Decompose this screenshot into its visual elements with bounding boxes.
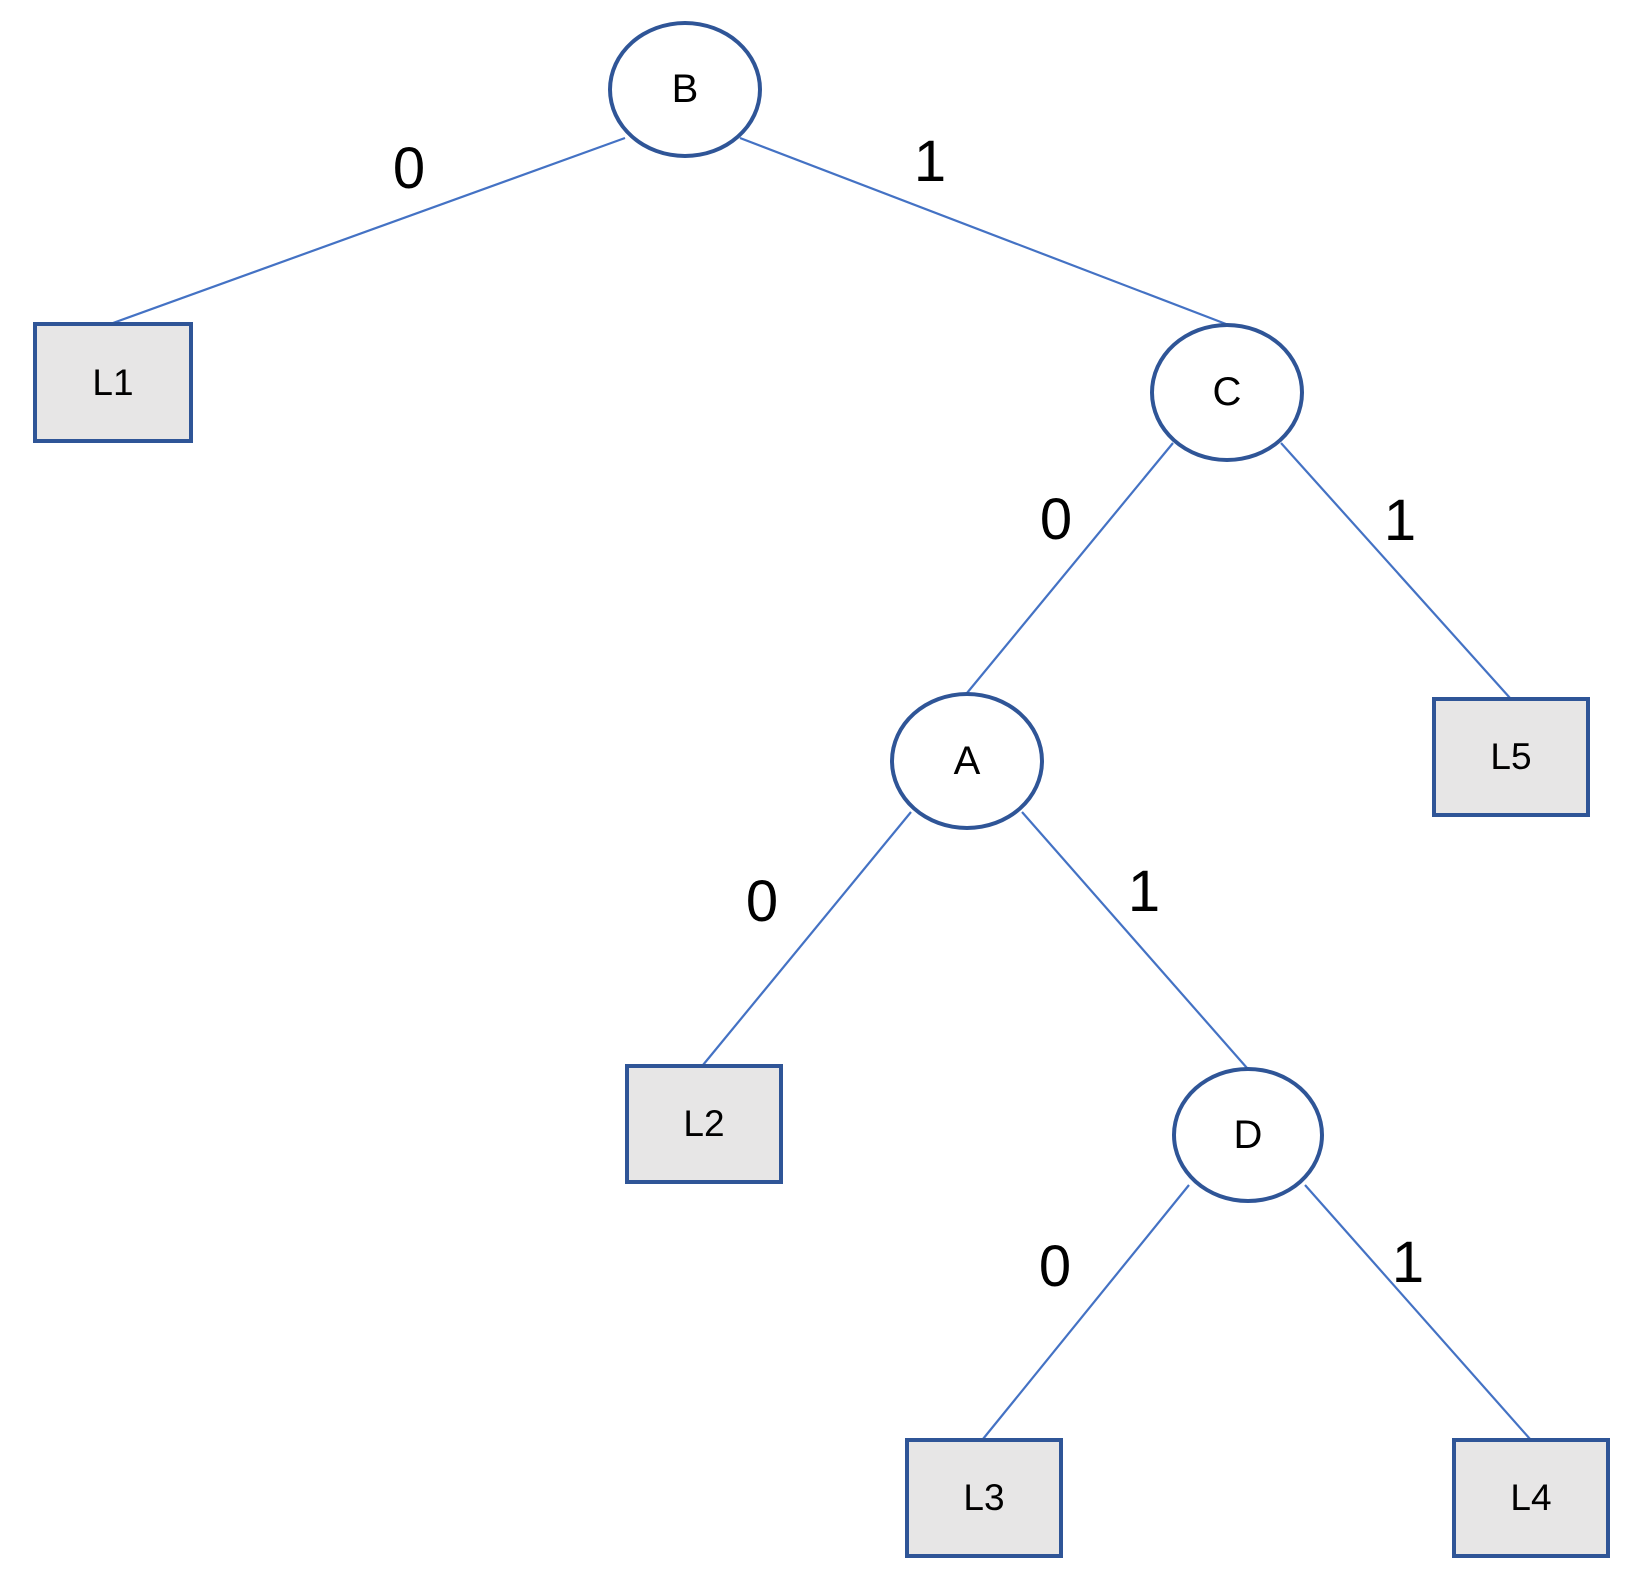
edge-d-l3 [982,1184,1190,1440]
leaf-l5-label: L5 [1490,736,1532,777]
edge-label-c-0: 0 [1039,486,1073,552]
leaf-l4-label: L4 [1510,1477,1552,1518]
node-d: D [1172,1067,1324,1203]
node-b-label: B [671,67,699,111]
edge-label-b-0: 0 [392,135,426,201]
edge-a-l2 [702,811,912,1066]
edge-label-a-1: 1 [1127,858,1161,924]
leaf-l2: L2 [625,1064,783,1184]
edge-b-c [739,136,1227,326]
edge-label-b-1: 1 [913,128,947,194]
leaf-l3: L3 [905,1438,1063,1558]
leaf-l4: L4 [1452,1438,1610,1558]
node-c-label: C [1212,370,1242,414]
edge-label-c-1: 1 [1383,487,1417,553]
leaf-l5: L5 [1432,697,1590,817]
edge-c-a [966,442,1174,694]
node-c: C [1150,323,1304,462]
leaf-l1-label: L1 [92,361,134,403]
node-b: B [608,21,762,158]
edge-d-l4 [1304,1184,1531,1440]
edge-b-l1 [112,136,626,325]
node-d-label: D [1233,1112,1263,1157]
node-a-label: A [953,738,981,783]
edge-label-d-0: 0 [1038,1233,1072,1299]
leaf-l2-label: L2 [683,1103,725,1144]
node-a: A [890,692,1044,830]
edge-c-l5 [1280,442,1511,699]
leaf-l1: L1 [33,322,193,443]
edge-label-a-0: 0 [745,868,779,934]
edge-label-d-1: 1 [1391,1229,1425,1295]
edge-a-d [1021,811,1248,1069]
leaf-l3-label: L3 [963,1477,1005,1518]
